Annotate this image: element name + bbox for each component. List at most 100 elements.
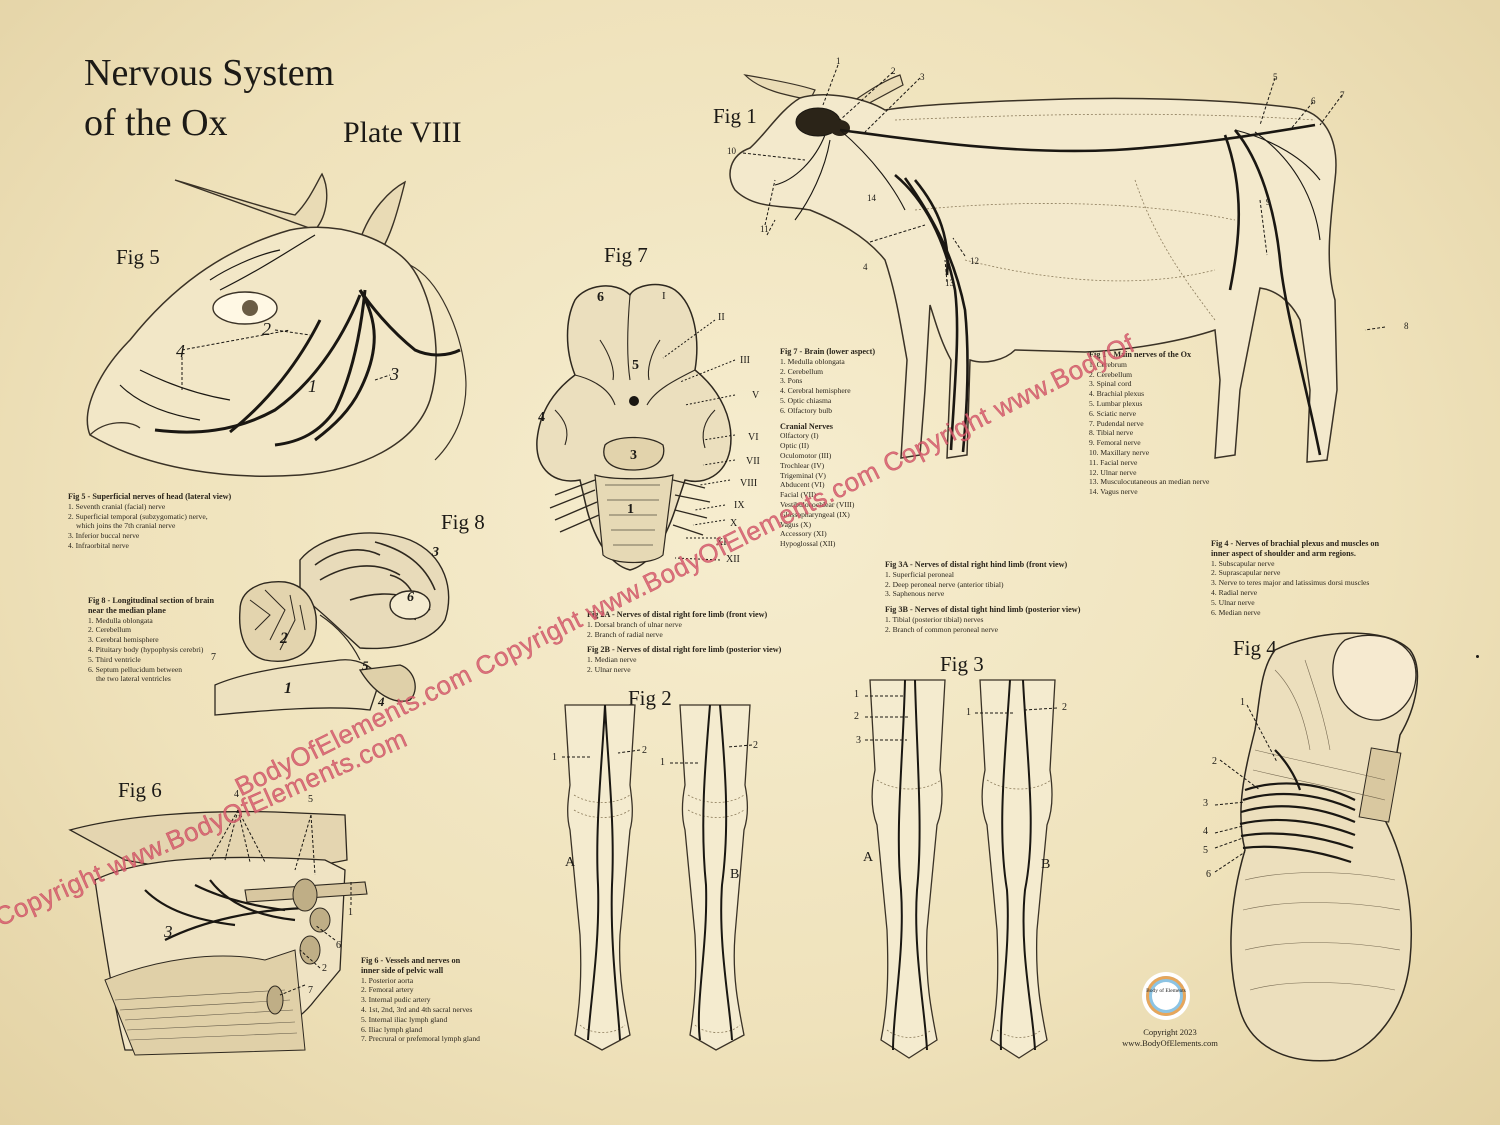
fig7-inner-1: 1 — [627, 502, 634, 517]
fig5-head-illustration — [86, 172, 467, 477]
fig5-legend-item: 1. Seventh cranial (facial) nerve — [68, 501, 166, 511]
fig1-callout-2: 2 — [891, 66, 896, 76]
fig7-legend: Fig 7 - Brain (lower aspect) 1. Medulla … — [780, 347, 875, 549]
fig1-legend-item: 1. Cerebrum — [1089, 359, 1127, 369]
fig6-legend-item: 4. 1st, 2nd, 3rd and 4th sacral nerves — [361, 1004, 473, 1014]
fig8-callout-5: 5 — [362, 658, 369, 673]
fig4-legend-item: 3. Nerve to teres major and latissimus d… — [1211, 578, 1370, 588]
fig7-legend-item: 1. Medulla oblongata — [780, 356, 845, 366]
fig1-label: Fig 1 — [713, 104, 757, 128]
fig8-legend-item: 5. Third ventricle — [88, 654, 141, 664]
fig2b-legend-heading: Fig 2B - Nerves of distal right fore lim… — [587, 645, 782, 655]
fig6-legend-heading: Fig 6 - Vessels and nerves on — [361, 956, 461, 965]
fig7-inner-3: 3 — [630, 448, 637, 463]
fig4-callout-1: 1 — [1240, 697, 1245, 708]
fig7-callout-X: X — [730, 518, 738, 529]
fig1-legend-item: 7. Pudendal nerve — [1089, 418, 1144, 428]
fig7-label: Fig 7 — [604, 243, 648, 267]
fig6-callout-4: 4 — [234, 789, 239, 800]
fig8-callout-4: 4 — [378, 694, 385, 709]
poster-title-line2: of the Ox — [84, 102, 228, 144]
fig5-callout-4: 4 — [176, 341, 185, 361]
fig3-callout-2a: 2 — [854, 711, 859, 722]
fig7-callout-XII: XII — [726, 554, 740, 565]
fig1-callout-6: 6 — [1311, 96, 1316, 106]
fig2-legend: Fig 2A - Nerves of distal right fore lim… — [587, 610, 781, 675]
fig1-legend: Fig 1 - Main nerves of the Ox 1. Cerebru… — [1089, 350, 1209, 497]
fig1-legend-item: 6. Sciatic nerve — [1089, 408, 1137, 418]
logo-text: Body of Elements — [1146, 988, 1186, 994]
fig7-cranial-item: Oculomotor (III) — [780, 450, 832, 460]
fig4-legend-heading: Fig 4 - Nerves of brachial plexus and mu… — [1211, 539, 1380, 548]
fig4-shoulder-illustration — [1214, 632, 1419, 1062]
fig3a-legend-item: 1. Superficial peroneal — [885, 569, 954, 579]
fig4-legend-item: 4. Radial nerve — [1211, 587, 1258, 597]
fig7-cranial-item: Optic (II) — [780, 441, 809, 451]
fig8-legend-heading: Fig 8 - Longitudinal section of brain — [88, 596, 215, 605]
fig6-legend-item: 3. Internal pudic artery — [361, 995, 431, 1005]
fig3a-legend-item: 3. Saphenous nerve — [885, 589, 945, 599]
fig7-brain-illustration — [536, 283, 736, 571]
fig8-legend: Fig 8 - Longitudinal section of brain ne… — [88, 596, 214, 684]
copyright-year: Copyright 2023 — [1143, 1027, 1197, 1037]
fig7-legend-item: 5. Optic chiasma — [780, 395, 832, 405]
fig1-legend-item: 9. Femoral nerve — [1089, 438, 1141, 448]
fig7-cranial-item: Abducent (VI) — [780, 480, 825, 490]
fig1-ox-illustration — [729, 64, 1386, 463]
fig1-legend-item: 11. Facial nerve — [1089, 457, 1138, 467]
fig1-legend-heading: Fig 1 - Main nerves of the Ox — [1089, 350, 1192, 359]
fig7-callout-II: II — [718, 312, 725, 323]
fig8-callout-6: 6 — [407, 590, 414, 605]
fig5-callout-2: 2 — [262, 319, 271, 339]
fig8-legend-item: 4. Pituitary body (hypophysis cerebri) — [88, 644, 204, 654]
fig7-inner-5: 5 — [632, 358, 639, 373]
fig1-legend-item: 10. Maxillary nerve — [1089, 447, 1150, 457]
fig8-callout-2: 2 — [280, 630, 288, 647]
copyright-url[interactable]: www.BodyOfElements.com — [1122, 1037, 1218, 1048]
fig1-callout-3: 3 — [920, 72, 925, 82]
fig6-legend-item: 7. Precrural or prefemoral lymph gland — [361, 1034, 480, 1044]
fig5-callout-3: 3 — [390, 364, 399, 384]
fig4-callout-3: 3 — [1203, 798, 1208, 809]
fig7-inner-4: 4 — [538, 410, 545, 425]
fig4-callout-6: 6 — [1206, 869, 1211, 880]
fig1-callout-5: 5 — [1273, 72, 1278, 82]
fig8-legend-item: the two lateral ventricles — [96, 674, 171, 684]
fig6-callout-5: 5 — [308, 794, 313, 805]
fig4-callout-5: 5 — [1203, 845, 1208, 856]
fig1-callout-10: 10 — [727, 146, 736, 156]
fig7-cranial-item: Olfactory (I) — [780, 431, 819, 441]
fig8-legend-item: 1. Medulla oblongata — [88, 615, 153, 625]
fig4-legend-heading: inner aspect of shoulder and arm regions… — [1211, 548, 1356, 558]
fig1-callout-11: 11 — [760, 224, 769, 234]
fig6-legend-item: 6. Iliac lymph gland — [361, 1024, 423, 1034]
fig7-callout-VIII: VIII — [740, 478, 758, 489]
fig5-legend-item: 4. Infraorbital nerve — [68, 540, 129, 550]
fig7-callout-XI: XI — [716, 537, 727, 548]
fig8-legend-heading: near the median plane — [88, 605, 166, 615]
fig2a-legend-heading: Fig 2A - Nerves of distal right fore lim… — [587, 610, 768, 619]
fig3-callout-2b: 2 — [1062, 702, 1067, 713]
fig8-callout-1: 1 — [284, 680, 292, 697]
poster-title-line1: Nervous System — [84, 52, 335, 94]
fig2-callout-2a: 2 — [642, 745, 647, 756]
fig5-legend-item: which joins the 7th cranial nerve — [76, 521, 176, 531]
fig6-legend: Fig 6 - Vessels and nerves on inner side… — [361, 956, 480, 1044]
fig3b-legend-item: 1. Tibial (posterior tibial) nerves — [885, 614, 984, 624]
fig8-callout-7: 7 — [211, 652, 216, 663]
fig1-callout-7: 7 — [1340, 90, 1345, 100]
fig6-legend-item: 5. Internal iliac lymph gland — [361, 1014, 448, 1024]
fig6-callout-6: 6 — [336, 940, 341, 951]
fig3-view-a: A — [863, 850, 874, 865]
fig7-cranial-item: Hypoglossal (XII) — [780, 539, 836, 549]
fig1-callout-9: 9 — [1266, 197, 1271, 207]
fig2a-legend-item: 1. Dorsal branch of ulnar nerve — [587, 619, 682, 629]
fig3a-legend-heading: Fig 3A - Nerves of distal right hind lim… — [885, 560, 1068, 569]
fig7-callout-VI: VI — [748, 432, 759, 443]
fig7-cranial-item: Vestibulocochlear (VIII) — [780, 499, 855, 509]
fig3-label: Fig 3 — [940, 652, 984, 676]
fig7-cranial-item: Trigeminal (V) — [780, 470, 826, 480]
fig1-legend-item: 14. Vagus nerve — [1089, 487, 1138, 497]
fig7-callout-VII: VII — [746, 456, 760, 467]
